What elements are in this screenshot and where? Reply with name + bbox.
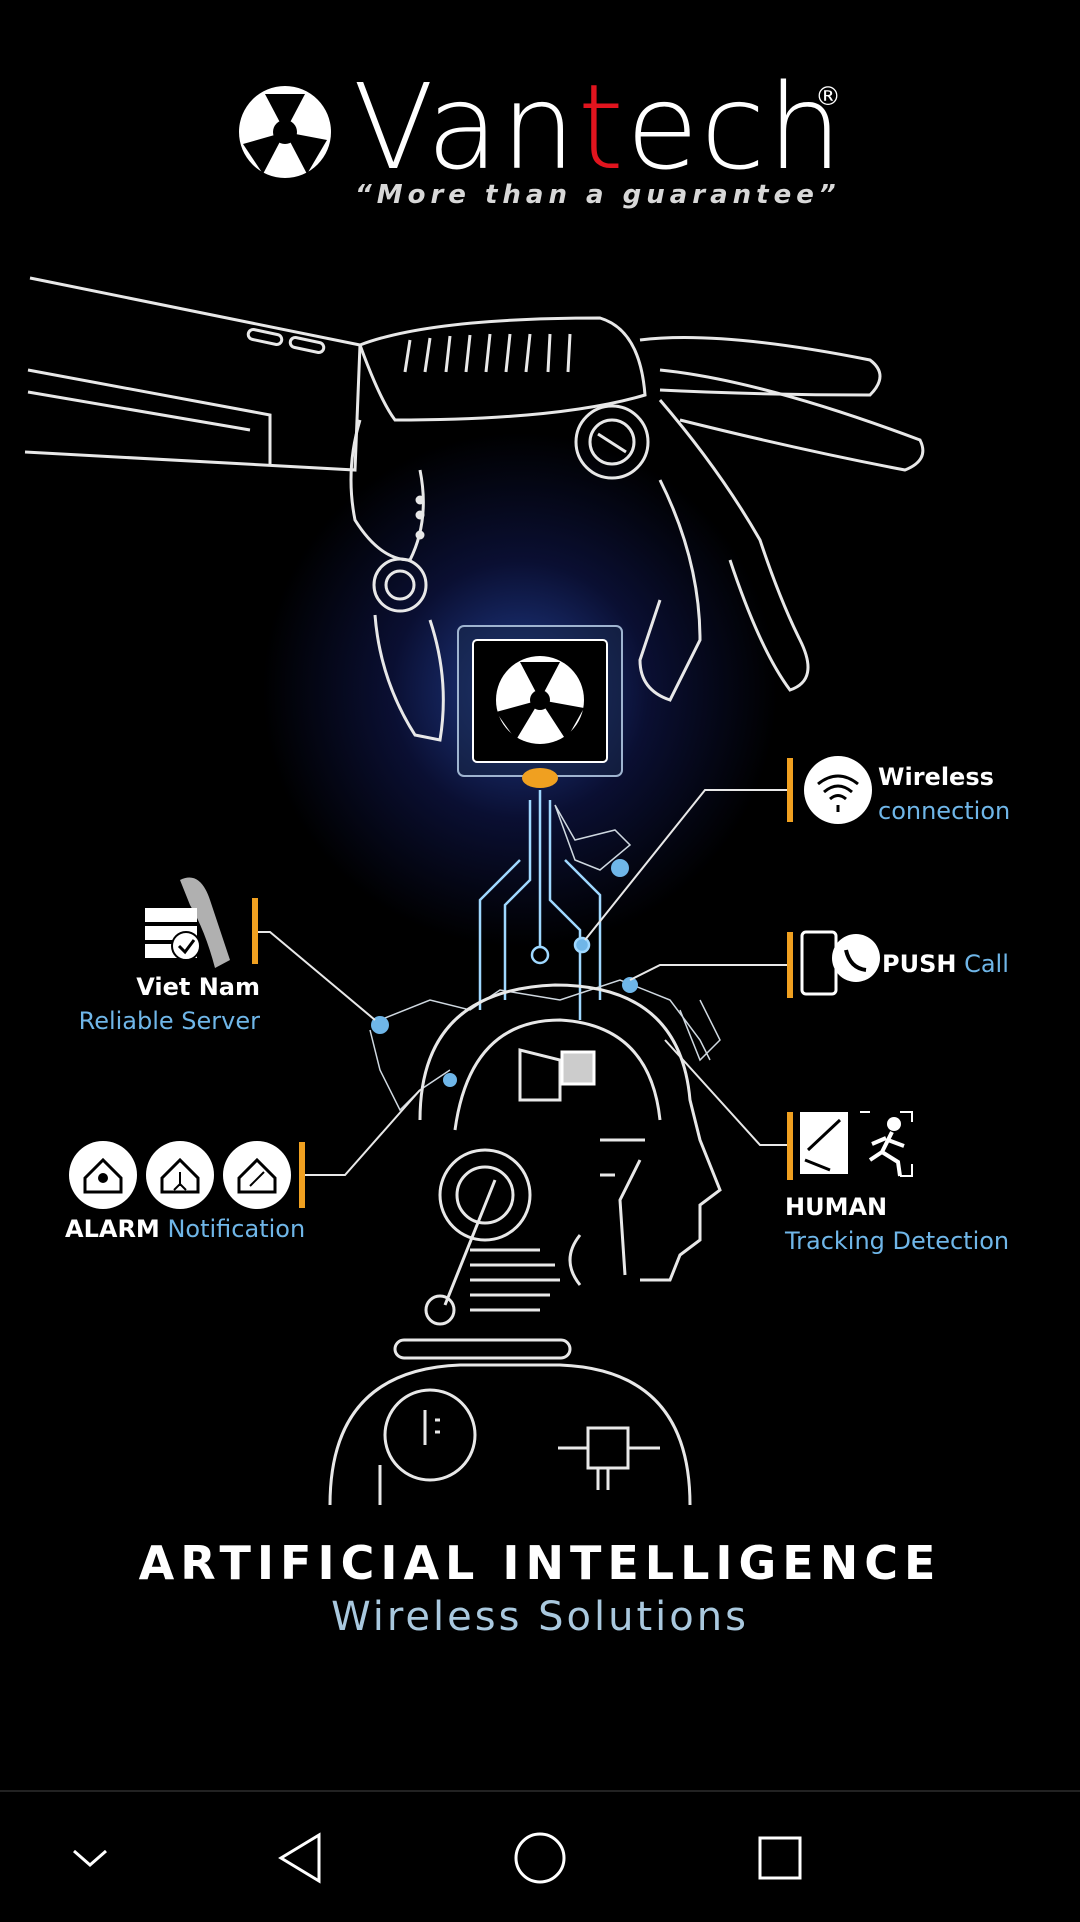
wifi-icon — [804, 756, 872, 824]
robot-body-icon — [328, 1338, 692, 1506]
vantech-logo-mark-icon — [239, 86, 331, 178]
feature-human-subtitle: Tracking Detection — [785, 1227, 1010, 1255]
home-button[interactable] — [500, 1818, 580, 1898]
hide-navbar-button[interactable] — [50, 1818, 130, 1898]
feature-wireless-title: Wireless — [878, 763, 994, 791]
connector-lines — [255, 789, 790, 1176]
feature-human: HUMAN Tracking Detection — [785, 1190, 1009, 1258]
server-check-icon — [145, 877, 230, 968]
brand-tagline: “More than a guarantee” — [355, 180, 841, 210]
network-nodes-icon — [369, 804, 721, 1112]
feature-push-title: PUSH — [882, 950, 957, 978]
home-icon — [514, 1832, 566, 1884]
feature-server-title: Viet Nam — [136, 973, 260, 1001]
feature-push: PUSH Call — [882, 950, 1009, 978]
feature-wireless-subtitle: connection — [878, 797, 1011, 825]
robot-illustration — [24, 276, 925, 1506]
home-alarm-icon — [69, 1141, 291, 1209]
recents-button[interactable] — [740, 1818, 820, 1898]
feature-server-subtitle: Reliable Server — [78, 1007, 260, 1035]
robot-head-icon — [418, 983, 722, 1326]
feature-push-subtitle: Call — [964, 950, 1009, 978]
chevron-down-icon — [73, 1849, 107, 1867]
vantech-logo: Vantech ® “More than a guarantee” — [235, 68, 855, 212]
feature-alarm: ALARM Notification — [65, 1215, 305, 1243]
brand-name: Vantech — [353, 58, 845, 196]
feature-alarm-subtitle: Notification — [167, 1215, 306, 1243]
feature-server: Viet Nam Reliable Server — [60, 970, 260, 1038]
phone-call-icon — [800, 930, 880, 996]
chip-logo-icon — [457, 625, 623, 788]
running-person-icon — [800, 1111, 913, 1177]
orange-markers — [252, 758, 793, 1208]
feature-wireless: Wireless connection — [878, 760, 1010, 828]
circuit-lines-icon — [478, 790, 602, 1020]
splash-screen: Vantech ® “More than a guarantee” — [24, 68, 1011, 1640]
registered-mark: ® — [815, 82, 841, 112]
system-navigation-bar — [0, 1790, 1080, 1922]
back-button[interactable] — [260, 1818, 340, 1898]
recents-icon — [758, 1836, 802, 1880]
robot-arm-icon — [24, 276, 925, 742]
headline-subtitle: Wireless Solutions — [331, 1594, 749, 1640]
back-icon — [278, 1832, 321, 1884]
feature-alarm-title: ALARM — [65, 1215, 160, 1243]
headline-title: ARTIFICIAL INTELLIGENCE — [138, 1536, 942, 1590]
feature-human-title: HUMAN — [785, 1193, 888, 1221]
